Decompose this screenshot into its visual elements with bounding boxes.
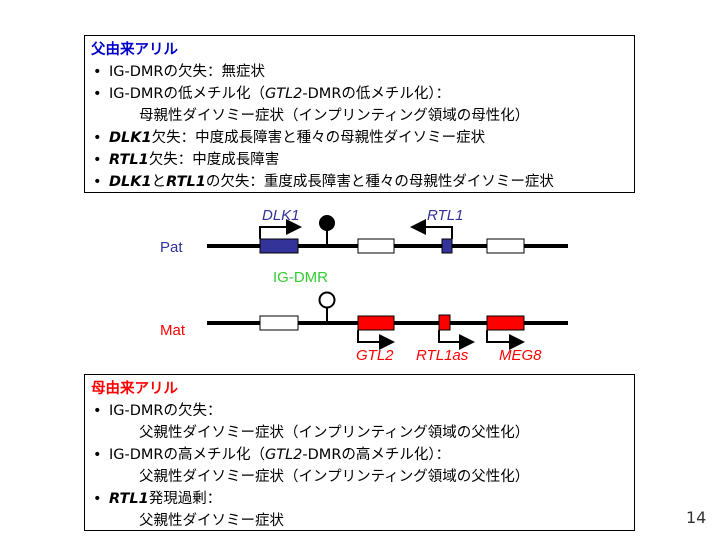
item-text: 父親性ダイソミー症状 [139,513,284,529]
gene-name: RTL1 [109,152,149,168]
rtl1as-arrow-icon [438,330,475,350]
gene-box [259,315,299,331]
rtl1-label: RTL1 [427,207,463,224]
item-text: 発現過剰： [148,491,222,507]
ig-dmr-label: IG-DMR [273,269,328,286]
item-text: と [151,174,167,190]
gene-name: GTL2 [265,447,303,463]
gtl2-arrow-icon [357,330,395,350]
item-text: 母親性ダイソミー症状（インプリンティング領域の母性化） [139,108,530,124]
item-text: の欠失：重度成長障害と種々の母親性ダイソミー症状 [205,174,554,190]
list-item: DLK1欠失：中度成長障害と種々の母親性ダイソミー症状 [91,127,628,149]
list-item: IG-DMRの欠失： [91,400,628,422]
item-text: IG-DMRの高メチル化（ [109,447,265,463]
list-item: DLK1とRTL1の欠失：重度成長障害と種々の母親性ダイソミー症状 [91,171,628,193]
list-item-sub: 父親性ダイソミー症状 [91,510,628,532]
list-item-sub: 父親性ダイソミー症状（インプリンティング領域の父性化） [91,466,628,488]
gene-name: RTL1 [166,174,206,190]
mat-label: Mat [160,322,186,339]
item-text: -DMRの低メチル化）： [302,86,451,102]
item-text: 父親性ダイソミー症状（インプリンティング領域の父性化） [139,469,530,485]
rtl1as-gene-box [438,314,451,331]
gene-name: RTL1 [109,491,149,507]
list-item-sub: 母親性ダイソミー症状（インプリンティング領域の母性化） [91,105,628,127]
item-text: 欠失：中度成長障害と種々の母親性ダイソミー症状 [151,130,486,146]
meg8-arrow-icon [486,330,525,350]
gene-box [486,238,525,254]
rtl1-gene-box [441,238,453,254]
meg8-label: MEG8 [499,347,542,364]
gene-box [357,238,395,254]
paternal-heading: 父由来アリル [91,42,178,58]
list-item: IG-DMRの欠失：無症状 [91,61,628,83]
rtl1-arrow-icon [410,219,453,239]
item-text: IG-DMRの欠失：無症状 [109,64,265,80]
maternal-heading: 母由来アリル [91,381,178,397]
item-text: IG-DMRの欠失： [109,403,222,419]
pat-label: Pat [160,239,183,256]
gene-name: GTL2 [265,86,303,102]
gtl2-gene-box [357,315,395,331]
list-item-sub: 父親性ダイソミー症状（インプリンティング領域の父性化） [91,422,628,444]
rtl1as-label: RTL1as [416,347,469,364]
item-text: -DMRの高メチル化）： [302,447,451,463]
unmethylated-circle-icon [318,291,336,309]
list-item: RTL1欠失：中度成長障害 [91,149,628,171]
gtl2-label: GTL2 [356,347,394,364]
item-text: 欠失：中度成長障害 [148,152,280,168]
list-item: IG-DMRの低メチル化（GTL2-DMRの低メチル化）： [91,83,628,105]
item-text: IG-DMRの低メチル化（ [109,86,265,102]
item-text: 父親性ダイソミー症状（インプリンティング領域の父性化） [139,425,530,441]
dlk1-gene-box [259,238,299,254]
list-item: RTL1発現過剰： [91,488,628,510]
list-item: IG-DMRの高メチル化（GTL2-DMRの高メチル化）： [91,444,628,466]
maternal-allele-box: 母由来アリル IG-DMRの欠失： 父親性ダイソミー症状（インプリンティング領域… [84,374,635,531]
meg8-gene-box [486,315,525,331]
dlk1-label: DLK1 [262,207,300,224]
gene-name: DLK1 [109,130,152,146]
methylated-circle-icon [319,215,335,231]
dlk1-arrow-icon [259,219,302,239]
page-number: 14 [686,508,707,527]
paternal-allele-box: 父由来アリル IG-DMRの欠失：無症状 IG-DMRの低メチル化（GTL2-D… [84,35,635,193]
gene-name: DLK1 [109,174,152,190]
